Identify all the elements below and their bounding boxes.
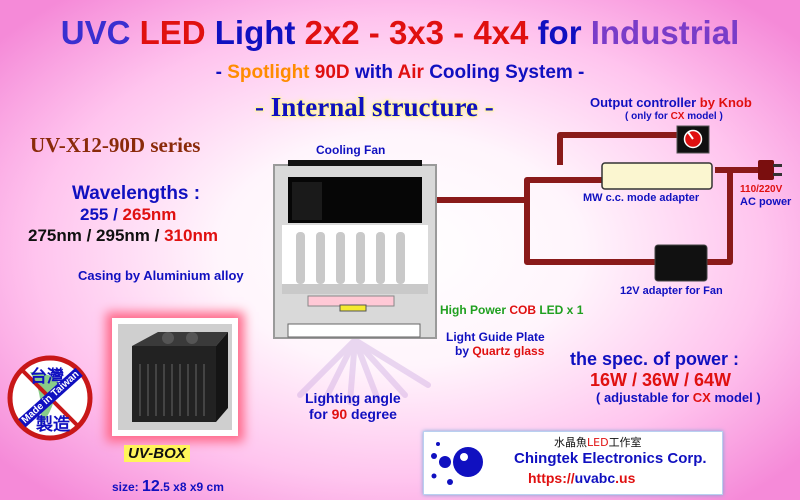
- lamp-housing: [273, 164, 437, 339]
- power-adjustable-note: ( adjustable for CX model ): [596, 390, 761, 405]
- cob-suffix: LED x 1: [536, 303, 584, 317]
- product-name: UV-BOX: [124, 445, 190, 462]
- cooling-fan-label: Cooling Fan: [316, 143, 386, 157]
- badge-made-text: 製造: [36, 415, 70, 435]
- output-controller-label: Output controller by Knob: [590, 95, 752, 110]
- company-name: Chingtek Electronics Corp.: [514, 450, 707, 467]
- subtitle-part-5: Cooling System -: [429, 62, 585, 83]
- fan-adapter-label: 12V adapter for Fan: [620, 285, 723, 297]
- ac-voltage-label: 110/220V: [740, 184, 783, 195]
- wavelength-255: 255 /: [80, 205, 123, 224]
- light-guide-label: Light Guide Plate: [446, 330, 545, 344]
- ac-plug-icon: [758, 160, 782, 180]
- company-logo-icon: [431, 442, 483, 485]
- subtitle-part-1: Spotlight: [227, 62, 315, 83]
- series-name: UV-X12-90D series: [30, 133, 201, 157]
- subtitle-part-4: Air: [397, 62, 430, 83]
- uv-box-photo: [118, 324, 232, 430]
- company-chinese-name: 水晶魚LED工作室: [554, 434, 642, 450]
- angle-degree-label: for 90 degree: [309, 406, 397, 422]
- power-spec-label: the spec. of power :: [570, 349, 740, 369]
- mw-adapter-icon: [601, 162, 713, 190]
- by-knob-text: by Knob: [699, 95, 752, 110]
- wavelength-265: 265nm: [122, 205, 177, 224]
- product-size: size: 12.5 x8 x9 cm: [112, 478, 224, 496]
- uv-light-rays: [297, 337, 431, 405]
- url-domain: uvabc: [574, 470, 616, 486]
- ac-power-label: AC power: [740, 196, 792, 208]
- uv-box-illustration: [118, 324, 232, 430]
- size-prefix: size:: [112, 480, 143, 494]
- angle-value: 90: [331, 406, 348, 422]
- mw-adapter-label: MW c.c. mode adapter: [583, 192, 700, 204]
- power-cables: [437, 132, 760, 265]
- subtitle-part-3: with: [354, 62, 398, 83]
- power-spec-values: 16W / 36W / 64W: [590, 370, 732, 390]
- title-part-1: LED: [139, 14, 215, 51]
- quartz-word: Quartz glass: [472, 344, 545, 358]
- cx-only-prefix: ( only for: [625, 111, 671, 122]
- company-url[interactable]: https://uvabc.us: [528, 470, 635, 486]
- cx-only-note: ( only for CX model ): [625, 111, 723, 122]
- company-cn-suffix: 工作室: [608, 436, 642, 449]
- badge-taiwan-text: 台灣: [30, 367, 64, 387]
- page-subtitle: - Spotlight 90D with Air Cooling System …: [0, 62, 800, 84]
- wavelength-310: 310nm: [164, 226, 218, 245]
- wavelengths-line-1: 255 / 265nm: [80, 205, 176, 225]
- wavelength-275-295: 275nm / 295nm /: [28, 226, 165, 245]
- angle-suffix: degree: [347, 406, 397, 422]
- page-title: UVC LED Light 2x2 - 3x3 - 4x4 for Indust…: [0, 14, 800, 52]
- wavelengths-label: Wavelengths :: [72, 183, 201, 204]
- product-photo-frame: [112, 318, 238, 436]
- cx-only-suffix: model ): [684, 111, 723, 122]
- subtitle-part-2: 90D: [314, 62, 355, 83]
- title-part-5: Industrial: [590, 14, 740, 51]
- company-cn-led: LED: [587, 436, 609, 449]
- cob-word: COB: [509, 303, 537, 317]
- quartz-glass-label: by Quartz glass: [455, 344, 544, 358]
- cob-led-label: High Power COB LED x 1: [440, 303, 583, 317]
- power-note-model: CX: [692, 390, 711, 405]
- size-length: 12: [142, 478, 160, 495]
- fan-adapter-icon: [654, 244, 708, 282]
- power-note-suffix: model ): [710, 390, 761, 405]
- title-part-4: for: [537, 14, 591, 51]
- cob-prefix: High Power: [440, 303, 510, 317]
- output-controller-text: Output controller: [590, 95, 700, 110]
- wavelengths-line-2: 275nm / 295nm / 310nm: [28, 226, 218, 246]
- title-part-0: UVC: [60, 14, 140, 51]
- knob-controller-icon: [676, 125, 710, 154]
- size-rest: .5 x8 x9 cm: [159, 480, 224, 494]
- quartz-prefix: by: [455, 344, 473, 358]
- company-cn-prefix: 水晶魚: [554, 436, 587, 449]
- subtitle-part-0: -: [215, 62, 228, 83]
- url-tld: .us: [615, 470, 636, 486]
- title-part-3: 2x2 - 3x3 - 4x4: [304, 14, 538, 51]
- title-part-2: Light: [214, 14, 305, 51]
- casing-label: Casing by Aluminium alloy: [78, 268, 244, 283]
- company-logo-box: 水晶魚LED工作室 Chingtek Electronics Corp. htt…: [423, 431, 723, 495]
- cx-only-model: CX: [670, 111, 685, 122]
- power-note-prefix: ( adjustable for: [596, 390, 693, 405]
- section-heading: - Internal structure -: [255, 92, 494, 122]
- url-scheme: https://: [528, 470, 575, 486]
- lighting-angle-label: Lighting angle: [305, 390, 401, 406]
- angle-prefix: for: [309, 406, 332, 422]
- fan-top-strip: [288, 160, 422, 166]
